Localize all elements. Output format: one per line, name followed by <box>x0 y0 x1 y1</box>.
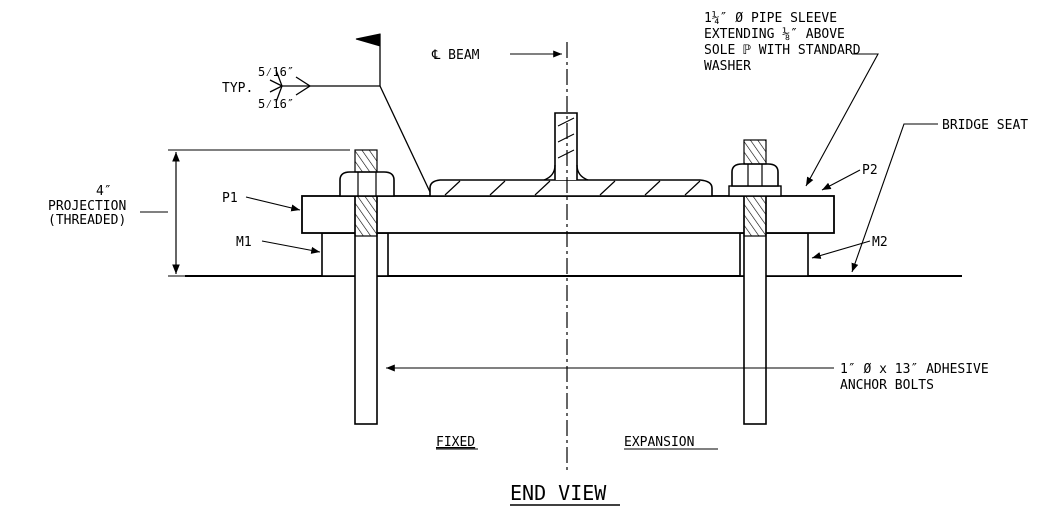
label-bridge-seat: BRIDGE SEAT <box>942 118 1028 133</box>
label-sleeve-1: 1¼″ Ø PIPE SLEEVE <box>704 11 837 26</box>
label-cl-beam: ℄ BEAM <box>431 48 480 63</box>
label-weld-bottom: 5⁄16″ <box>258 97 294 111</box>
weld-symbol <box>269 34 431 193</box>
label-p2: P2 <box>862 163 878 178</box>
label-sleeve-3: SOLE ℙ WITH STANDARD <box>704 43 861 58</box>
bearing-plate <box>429 179 713 197</box>
bearing-hatch <box>444 180 701 196</box>
label-anchor-1: 1″ Ø x 13″ ADHESIVE <box>840 362 989 377</box>
label-projection-1: PROJECTION <box>48 199 126 214</box>
beam-web <box>554 112 578 180</box>
label-anchor-2: ANCHOR BOLTS <box>840 378 934 393</box>
washer-right <box>728 185 782 197</box>
label-expansion: EXPANSION <box>624 435 694 450</box>
nut-right <box>731 163 779 187</box>
label-fixed: FIXED <box>436 435 475 450</box>
nut-left <box>339 171 395 197</box>
field-weld-flag <box>355 33 381 47</box>
label-sleeve-4: WASHER <box>704 59 751 74</box>
label-p1: P1 <box>222 191 238 206</box>
label-weld-top: 5⁄16″ <box>258 65 294 79</box>
label-projection-dim: 4″ <box>96 184 112 199</box>
label-typ: TYP. <box>222 81 253 96</box>
label-m2: M2 <box>872 235 888 250</box>
label-sleeve-2: EXTENDING ⅛″ ABOVE <box>704 27 845 42</box>
drawing-title: END VIEW <box>510 481 607 505</box>
label-projection-2: (THREADED) <box>48 213 126 228</box>
label-m1: M1 <box>236 235 252 250</box>
